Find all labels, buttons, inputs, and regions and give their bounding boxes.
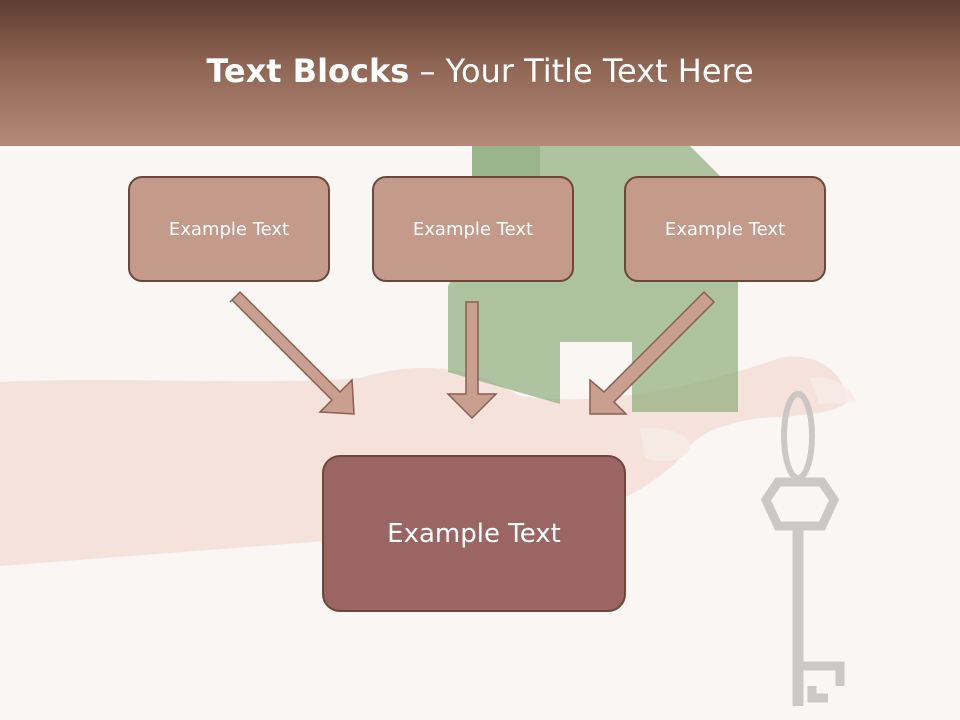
title-bold: Text Blocks [206, 52, 410, 90]
arrow-center [446, 301, 498, 420]
slide-title: Text Blocks – Your Title Text Here [0, 52, 960, 90]
arrow-right [589, 290, 716, 415]
header-bar [0, 0, 960, 146]
arrow-left [229, 290, 355, 415]
key-icon [760, 391, 845, 706]
title-rest: Your Title Text Here [445, 52, 754, 90]
text-block-main[interactable]: Example Text [322, 455, 626, 612]
title-dash: – [409, 52, 446, 90]
text-block-top-left[interactable]: Example Text [128, 176, 330, 282]
text-block-top-right[interactable]: Example Text [624, 176, 826, 282]
text-block-top-center[interactable]: Example Text [372, 176, 574, 282]
